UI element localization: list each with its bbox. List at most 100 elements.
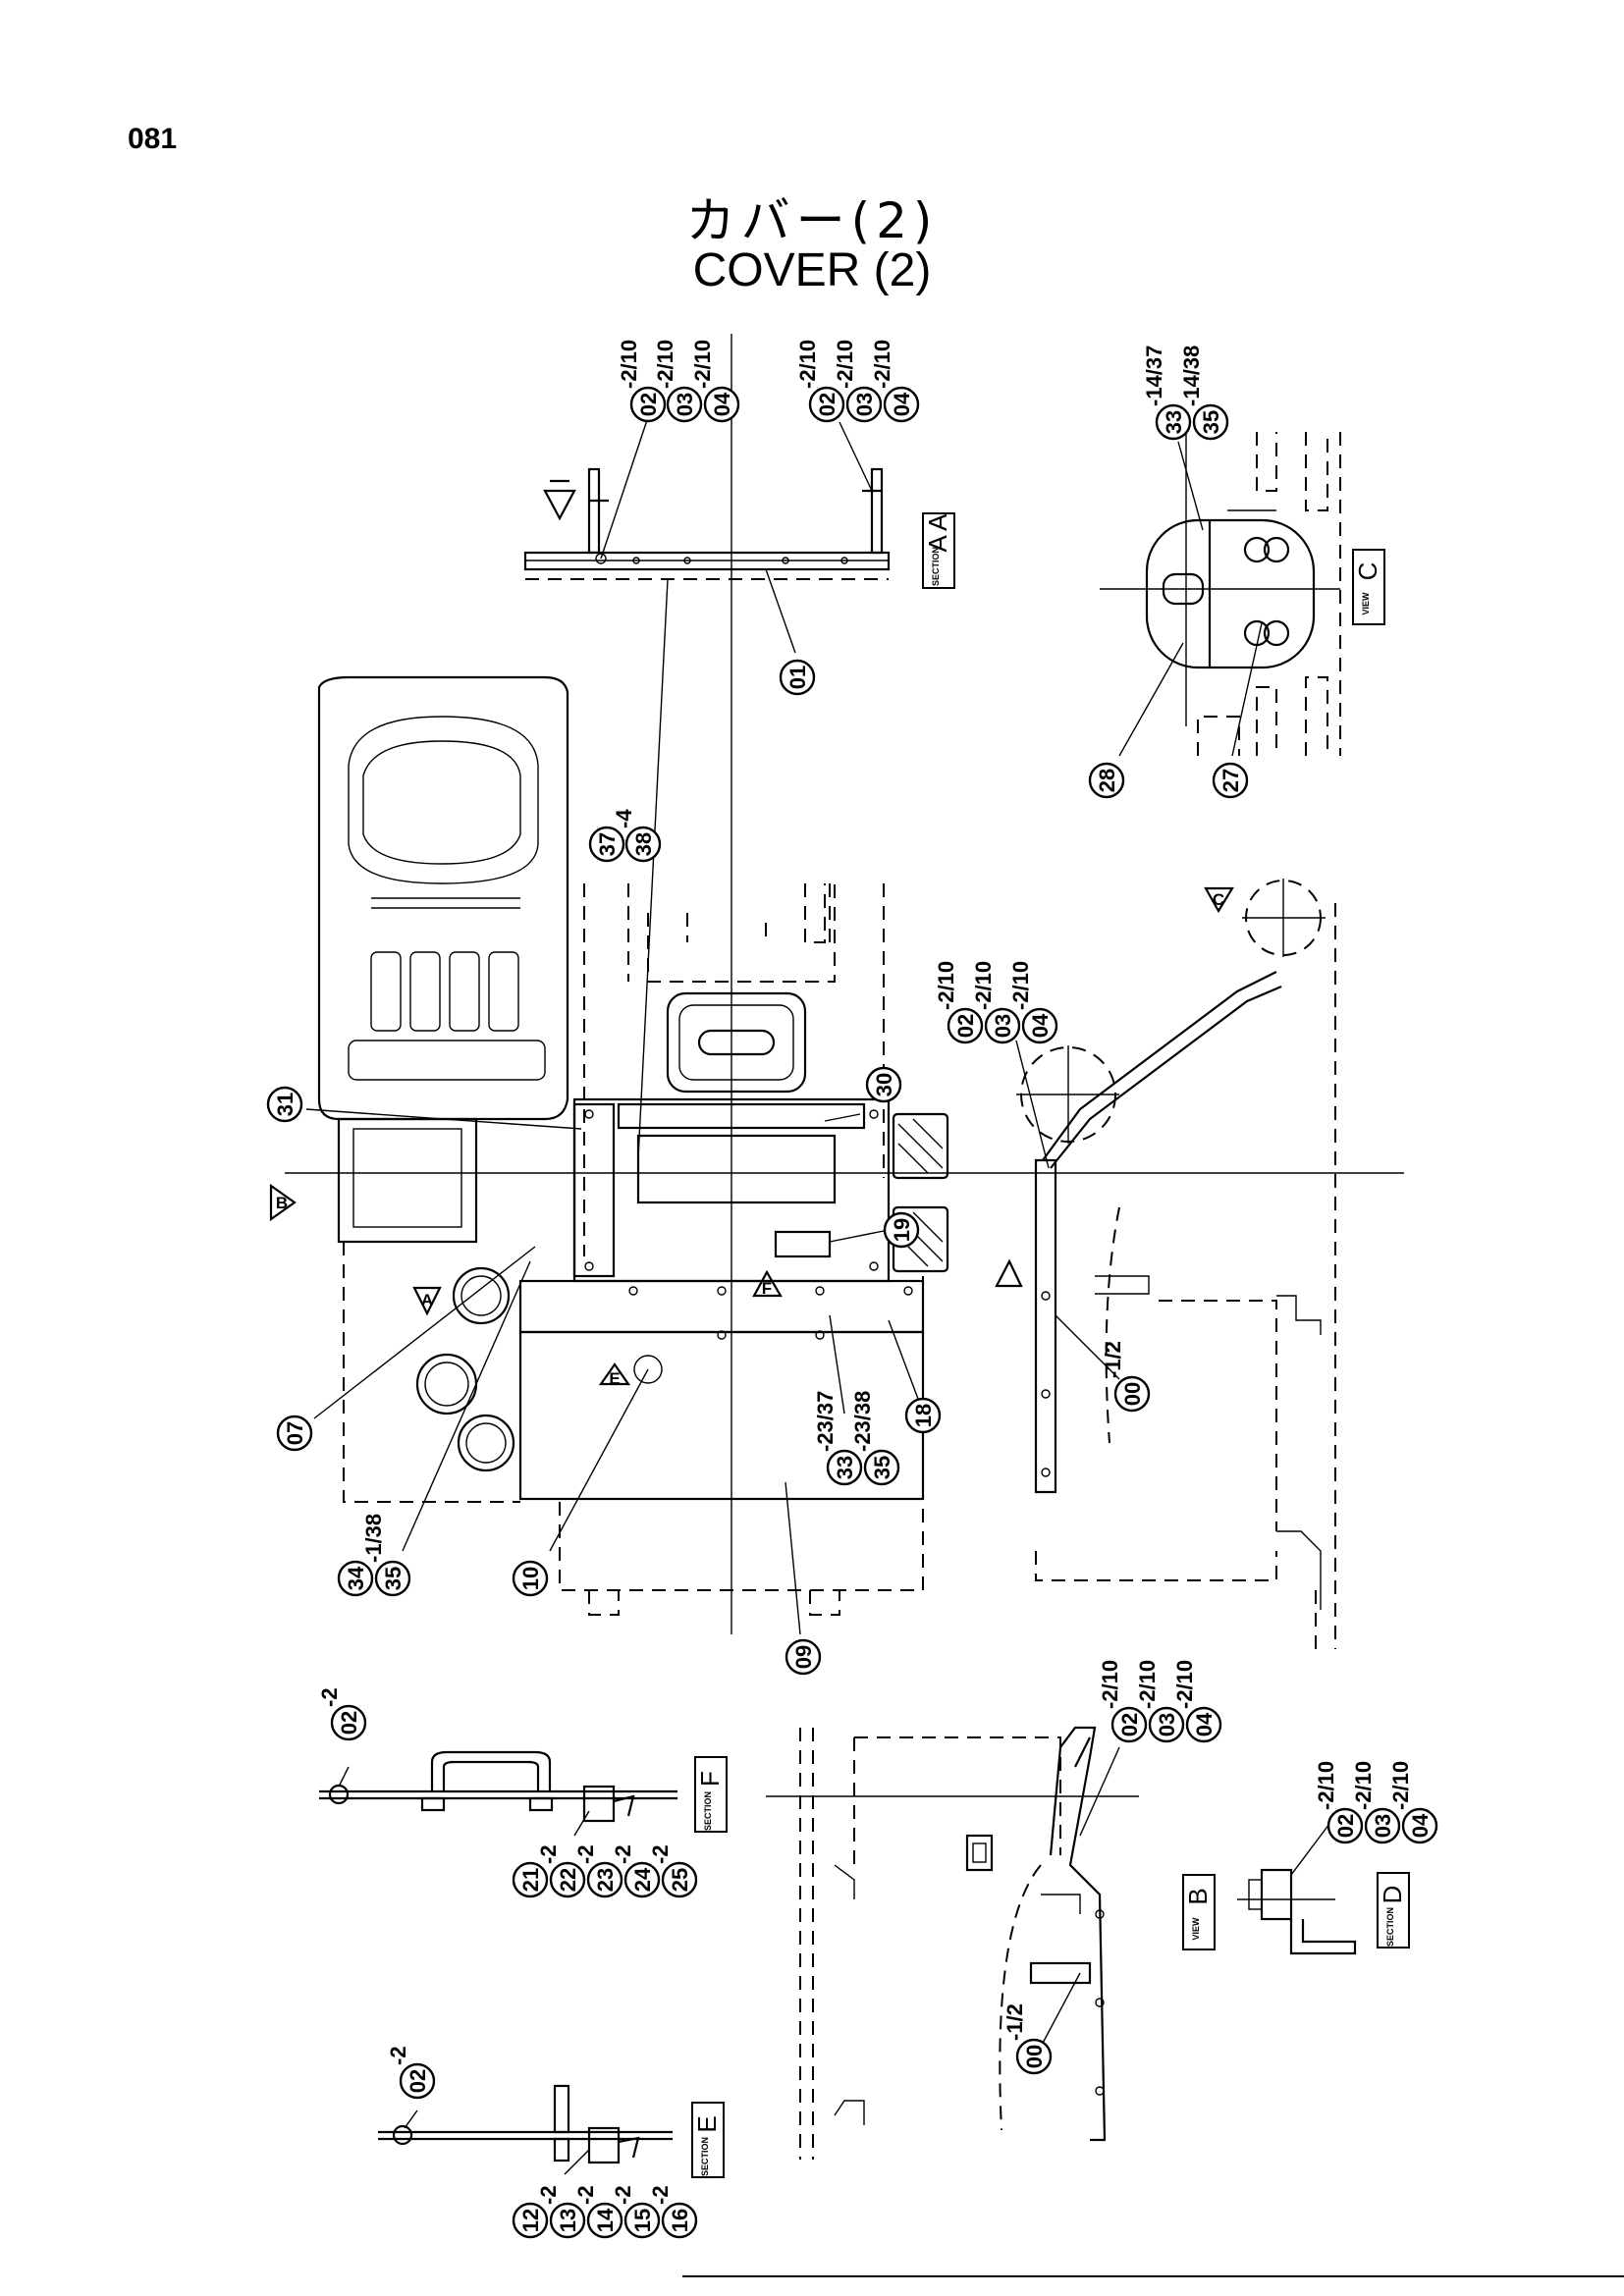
callout-m-35: 35 -23/38 (850, 1391, 900, 1486)
callout-vb-04: 04-2/10 (1172, 1660, 1222, 1743)
callout-e-14: 14-2 (573, 2185, 623, 2239)
callout-number: 25 (668, 1868, 692, 1892)
callout-quantity: -2/10 (1388, 1761, 1413, 1810)
callout-number: 19 (890, 1218, 914, 1242)
callout-vb-02: 02-2/10 (1098, 1660, 1148, 1743)
callout-number: 33 (833, 1456, 857, 1479)
view-arrow-b: B (276, 1194, 288, 1212)
section-a-label-box: SECTION A A (922, 512, 955, 589)
callout-quantity: -2 (611, 2185, 635, 2205)
callout-number: 37 (595, 832, 620, 856)
callout-b-02: 02-2/10 (795, 340, 845, 423)
callout-c-28: 28 (1088, 762, 1125, 799)
callout-d-04: 04-2/10 (1388, 1761, 1438, 1844)
callout-number: 31 (273, 1093, 298, 1116)
callout-quantity: -2 (648, 1844, 673, 1864)
callout-e-13: 13-2 (536, 2185, 586, 2239)
callout-quantity: -23/38 (850, 1391, 875, 1452)
callout-m-09: 09 (785, 1638, 822, 1676)
callout-quantity: -1/38 (361, 1514, 386, 1563)
callout-number: 12 (518, 2209, 543, 2232)
callout-a-03: 03-2/10 (653, 340, 703, 423)
callout-number: 21 (518, 1868, 543, 1892)
callout-number: 02 (953, 1014, 978, 1038)
view-b-kind: VIEW (1191, 1917, 1201, 1941)
callout-r-02: 02-2/10 (934, 961, 984, 1044)
callout-number: 04 (890, 392, 914, 416)
section-e-label-box: SECTION E (691, 2102, 725, 2178)
callout-number: 33 (1162, 410, 1186, 434)
callout-quantity: -2/10 (1351, 1761, 1376, 1810)
callout-number: 35 (381, 1567, 406, 1590)
callout-f-22: 22-2 (536, 1844, 586, 1898)
callout-r-04: 04-2/10 (1008, 961, 1058, 1044)
callout-vb-03: 03-2/10 (1135, 1660, 1185, 1743)
callout-quantity: -2 (573, 2185, 598, 2205)
callout-quantity: -2 (611, 1844, 635, 1864)
callout-number: 09 (791, 1645, 816, 1669)
callout-f-24: 24-2 (611, 1844, 661, 1898)
callout-number: 03 (852, 393, 877, 416)
callout-number: 38 (631, 832, 656, 856)
callout-number: 24 (630, 1867, 655, 1892)
callout-c-33: 33-14/37 (1142, 346, 1192, 441)
callout-m-34: 34 (337, 1560, 374, 1597)
main-plan-drawing (269, 675, 1404, 1616)
callout-m-35b: 35 -1/38 (361, 1514, 411, 1597)
view-arrow-f: F (762, 1279, 772, 1298)
callout-quantity: -2 (573, 1844, 598, 1864)
view-b-label-box: VIEW B (1182, 1874, 1216, 1950)
callout-number: 02 (337, 1711, 361, 1735)
callout-quantity: -4 (612, 809, 636, 828)
callout-e-02: 02-2 (386, 2046, 436, 2100)
callout-quantity: -2/10 (971, 961, 996, 1010)
callout-m-30: 30 (865, 1066, 902, 1103)
view-arrow-e: E (609, 1369, 620, 1388)
callout-d-02: 02 -2/10 (1314, 1761, 1364, 1844)
leader-lines (305, 416, 1336, 2175)
callout-number: 18 (911, 1404, 936, 1427)
side-elevation-drawing (1016, 879, 1336, 1649)
callout-c-35: 35-14/38 (1179, 346, 1229, 441)
title-japanese: カバー(2) (685, 192, 939, 249)
callout-number: 02 (1333, 1814, 1358, 1838)
callout-quantity: -2/10 (833, 340, 857, 389)
callout-f-02: 02-2 (317, 1687, 367, 1741)
bottom-rule (682, 2275, 1624, 2277)
callout-number: 03 (1155, 1713, 1179, 1736)
callout-r-00: 00-1/2 (1101, 1341, 1151, 1413)
callout-m-07: 07 (276, 1415, 313, 1452)
section-d-letter: D (1378, 1886, 1407, 1904)
section-a-drawing (523, 334, 891, 1634)
callout-number: 03 (991, 1014, 1015, 1038)
callout-quantity: -2/10 (1314, 1761, 1338, 1810)
callout-e-16: 16-2 (648, 2185, 698, 2239)
callout-number: 30 (872, 1073, 896, 1096)
callout-quantity: -1/2 (1101, 1341, 1125, 1378)
callout-quantity: -1/2 (1002, 2003, 1027, 2041)
callout-number: 16 (668, 2209, 692, 2232)
callout-quantity: -2/10 (690, 340, 715, 389)
callout-b-03: 03 -2/10 (833, 340, 883, 423)
callout-number: 35 (870, 1456, 894, 1479)
callout-number: 27 (1218, 769, 1243, 792)
section-f-letter: F (695, 1771, 725, 1787)
callout-number: 02 (815, 393, 839, 416)
callout-quantity: -2 (386, 2046, 410, 2065)
view-b-letter: B (1183, 1888, 1213, 1904)
view-c-kind: VIEW (1361, 592, 1371, 615)
section-f-drawing (319, 1750, 677, 1823)
callout-quantity: -2 (536, 1844, 561, 1864)
view-arrow-c: C (1213, 890, 1224, 909)
view-c-letter: C (1353, 562, 1382, 581)
callout-quantity: -2 (536, 2185, 561, 2205)
callout-number: 02 (1117, 1713, 1142, 1736)
callout-c-27: 27 (1212, 762, 1249, 799)
section-e-letter: E (692, 2115, 722, 2132)
callout-number: 00 (1022, 2045, 1047, 2068)
callout-number: 04 (1028, 1013, 1053, 1038)
callout-m-37: 37 (588, 826, 625, 863)
callout-quantity: -2/10 (617, 340, 641, 389)
callout-m-18: 18 (904, 1397, 942, 1434)
